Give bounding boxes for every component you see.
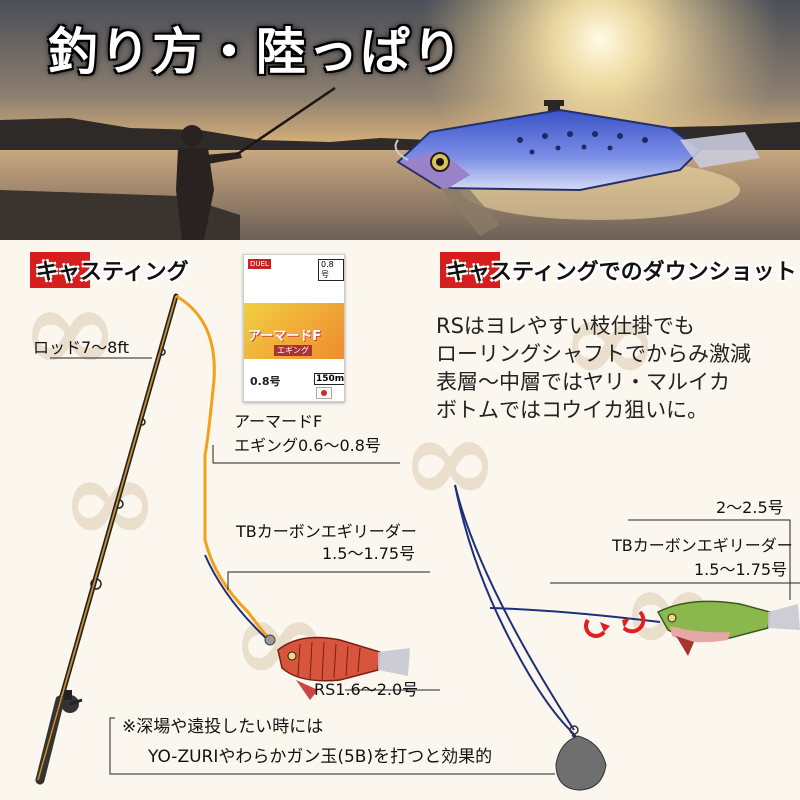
angler-silhouette [176,125,242,240]
package-name: アーマードF [248,329,322,344]
rigging-diagram [35,293,800,791]
package-length: 150m [314,373,345,385]
leader-line [204,554,269,641]
footnote-line-1: ※深場や遠投したい時には [122,717,324,737]
sunset-scene [0,0,800,240]
sinker-icon [555,725,607,791]
package-size: 0.8号 [250,375,281,388]
section-heading-casting: キャスティング [30,252,189,288]
squid-watermark: ∞ [560,270,660,411]
squid-jig-icon [656,600,800,656]
note-line: ボトムではコウイカ狙いに。 [436,398,709,422]
squid-jig-icon [394,108,760,236]
heading-accent-box [30,252,90,288]
reel-icon [61,690,83,713]
right-leader-label-spec: 1.5～1.75号 [694,560,788,579]
downshot-note: RSはヨレやすい枝仕掛でも ローリングシャフトでからみ激減 表層～中層ではヤリ・… [436,312,751,424]
section-heading-downshot: キャスティングでのダウンショット [440,252,797,288]
branch-label: 2～2.5号 [716,498,784,517]
heading-accent-box [440,252,500,288]
section-heading-text: キャスティングでのダウンショット [446,260,797,285]
package-brand: DUEL [248,259,271,269]
egi-label: RS1.6～2.0号 [314,680,419,699]
note-line: 表層～中層ではヤリ・マルイカ [436,370,730,394]
line-label-spec: エギング0.6～0.8号 [234,436,381,455]
branch-line [489,607,661,623]
japan-flag-icon [316,387,332,399]
line-package: DUEL 0.8号 アーマードF エギング 0.8号 150m [243,254,345,402]
package-sub: エギング [274,345,312,356]
footnote-line-2: YO-ZURIやわらかガン玉(5B)を打つと効果的 [148,747,493,767]
note-line: RSはヨレやすい枝仕掛でも [436,314,695,338]
squid-watermark: ∞ [60,430,160,571]
package-size-tag: 0.8号 [318,259,344,281]
main-line-right [454,484,582,744]
leader-label-spec: 1.5～1.75号 [322,544,416,563]
main-line [175,294,272,641]
rotation-arrows-icon [584,610,646,638]
line-label-name: アーマードF [234,412,323,431]
section-heading-text: キャスティング [36,260,189,285]
squid-jig-icon [277,636,410,700]
right-leader-label-name: TBカーボンエギリーダー [612,536,793,555]
leader-label-name: TBカーボンエギリーダー [236,522,417,541]
rod-label: ロッド7～8ft [33,338,129,357]
hero-photo: 釣り方・陸っぱり [0,0,800,240]
squid-watermark: ∞ [400,390,500,531]
page-title: 釣り方・陸っぱり [48,23,464,81]
note-line: ローリングシャフトでからみ激減 [436,342,751,366]
